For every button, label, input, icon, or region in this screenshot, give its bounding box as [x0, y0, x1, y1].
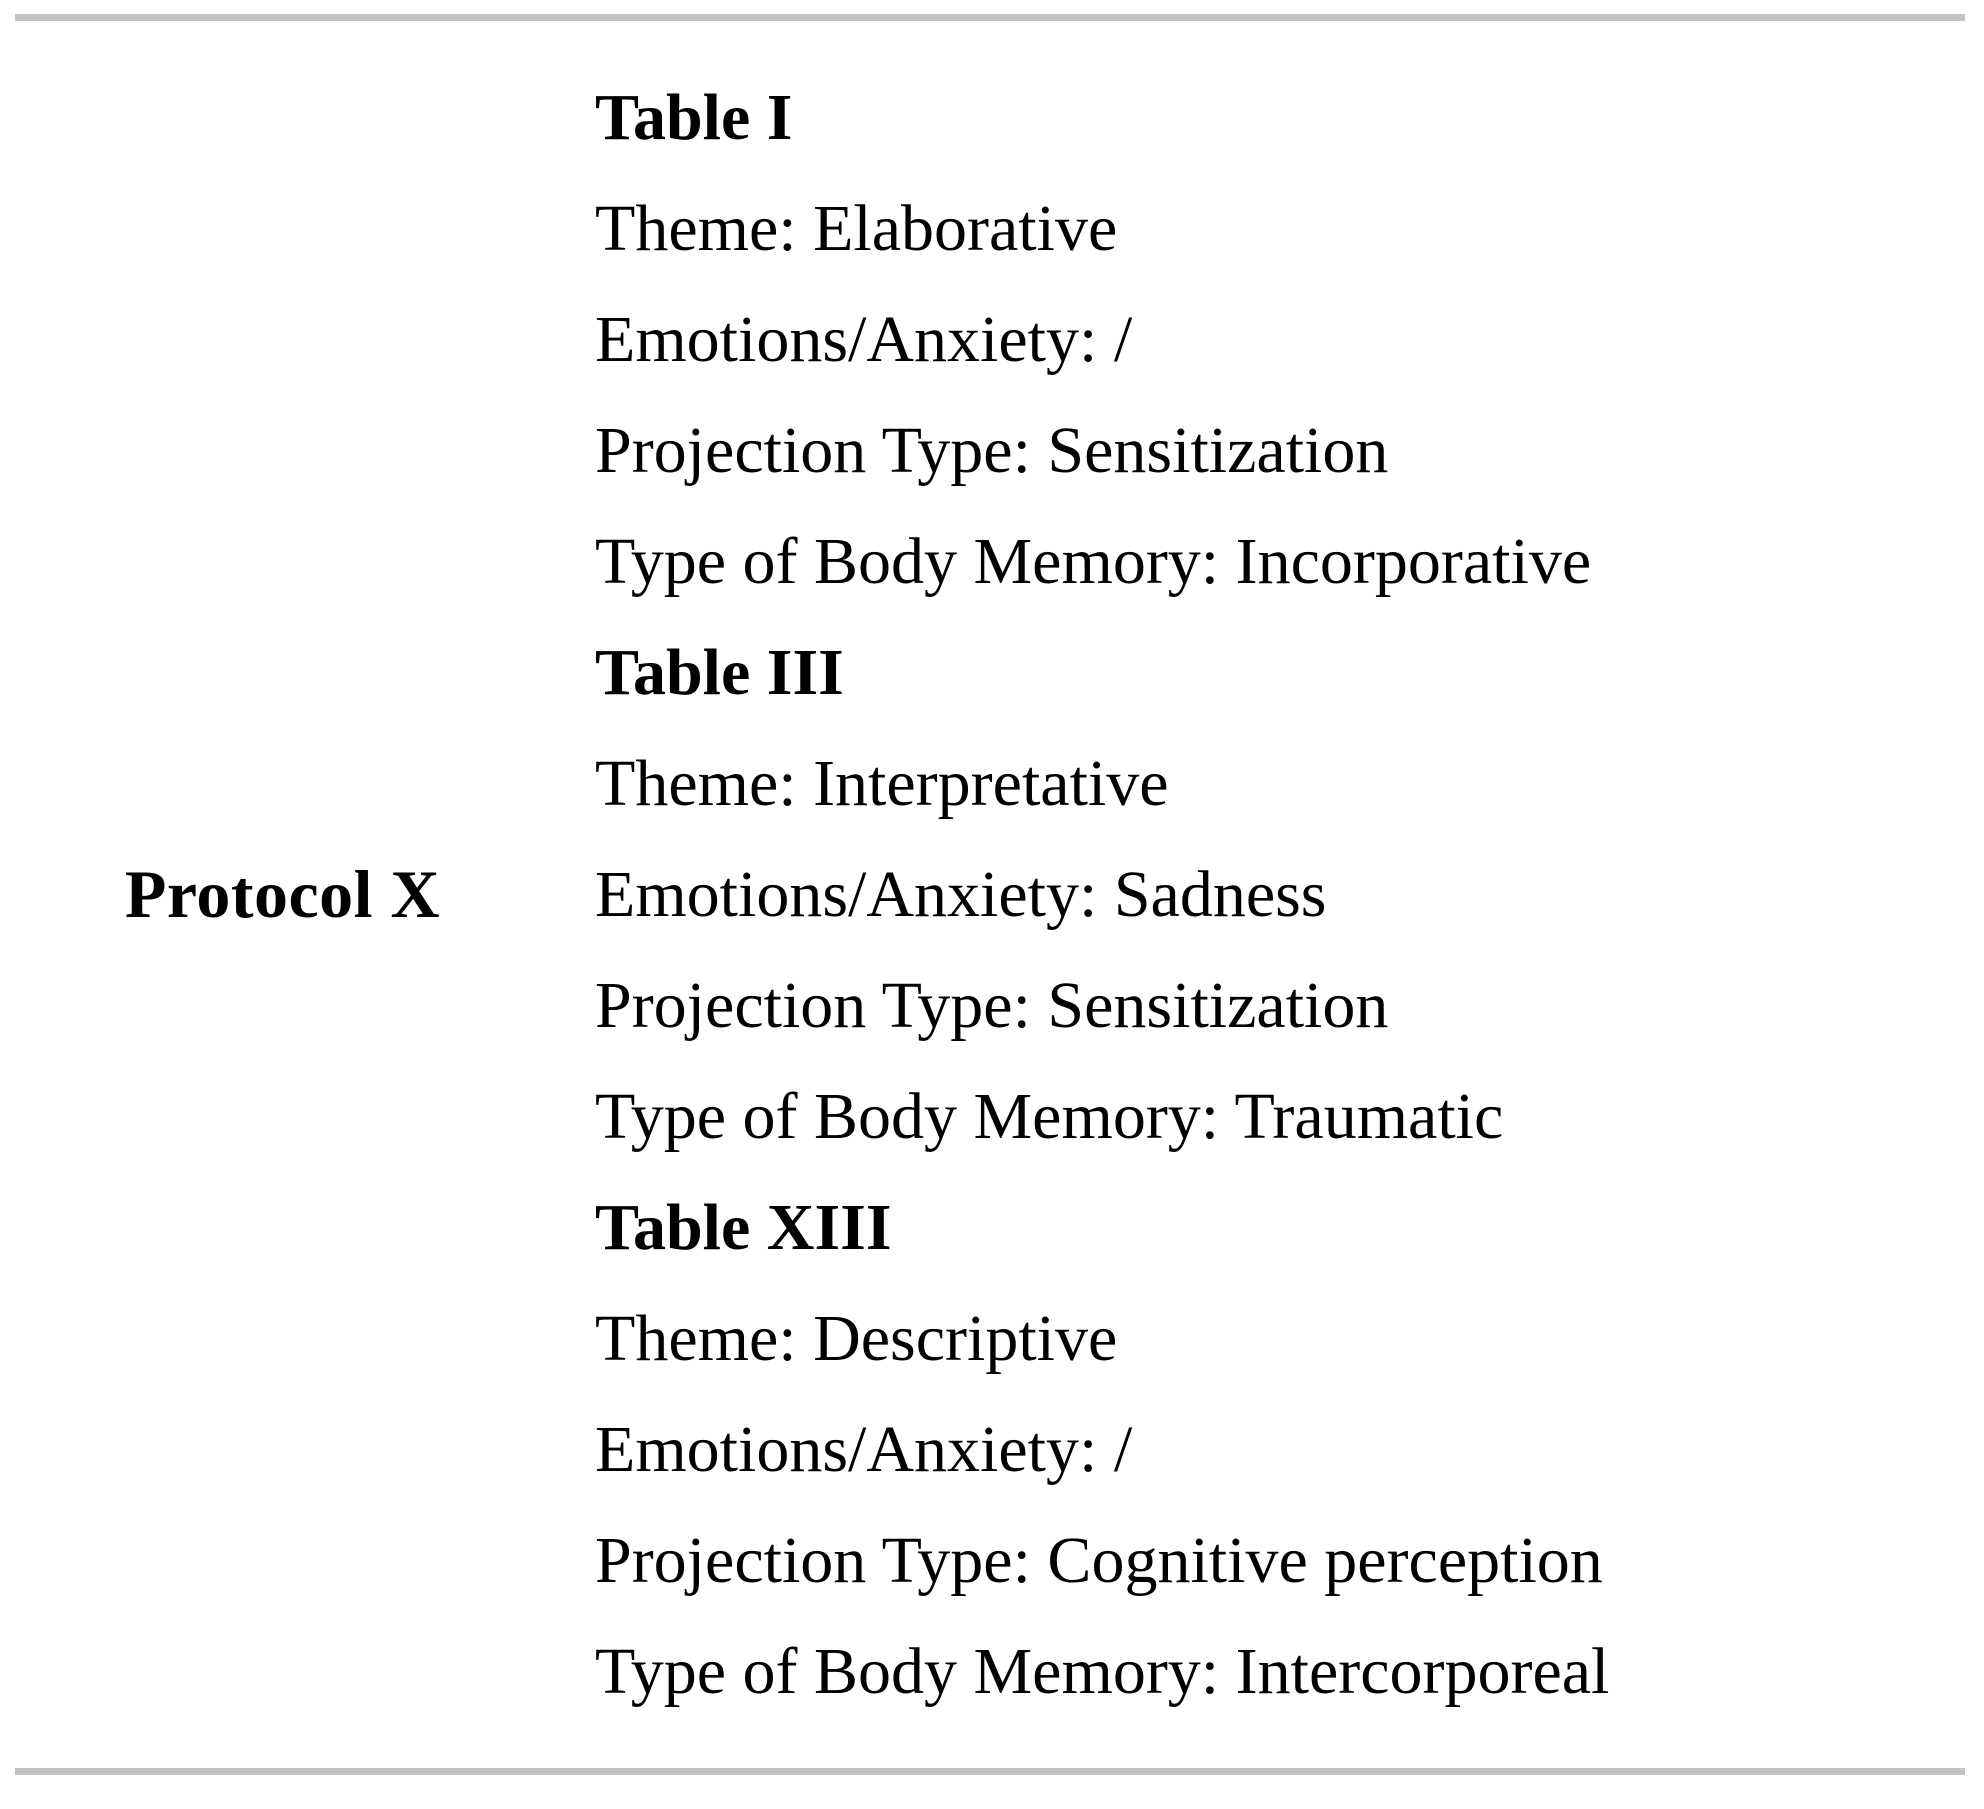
table-xiii-heading: Table XIII [595, 1191, 892, 1264]
table-row: Protocol X Table I Theme: Elaborative Em… [0, 21, 1984, 1768]
table-i-theme: Theme: Elaborative [595, 192, 1118, 265]
table-xiii-projection-type: Projection Type: Cognitive perception [595, 1524, 1603, 1597]
table-i-heading: Table I [595, 81, 793, 154]
table-i-body-memory-type: Type of Body Memory: Incorporative [595, 525, 1592, 598]
table-i-projection-type: Projection Type: Sensitization [595, 414, 1389, 487]
table-xiii-body-memory-type: Type of Body Memory: Intercorporeal [595, 1635, 1610, 1708]
table-iii-theme: Theme: Interpretative [595, 747, 1169, 820]
table-i-emotions-anxiety: Emotions/Anxiety: / [595, 303, 1133, 376]
table-bottom-rule [15, 1768, 1965, 1775]
row-label-cell: Protocol X [0, 21, 595, 1768]
table-xiii-theme: Theme: Descriptive [595, 1302, 1118, 1375]
protocol-label: Protocol X [124, 855, 441, 932]
table-iii-emotions-anxiety: Emotions/Anxiety: Sadness [595, 858, 1327, 931]
table-iii-projection-type: Projection Type: Sensitization [595, 969, 1389, 1042]
table-xiii-emotions-anxiety: Emotions/Anxiety: / [595, 1413, 1133, 1486]
row-content-cell: Table I Theme: Elaborative Emotions/Anxi… [595, 21, 1984, 1768]
table-iii-heading: Table III [595, 636, 844, 709]
table-iii-body-memory-type: Type of Body Memory: Traumatic [595, 1080, 1504, 1153]
table-top-rule [15, 14, 1965, 21]
